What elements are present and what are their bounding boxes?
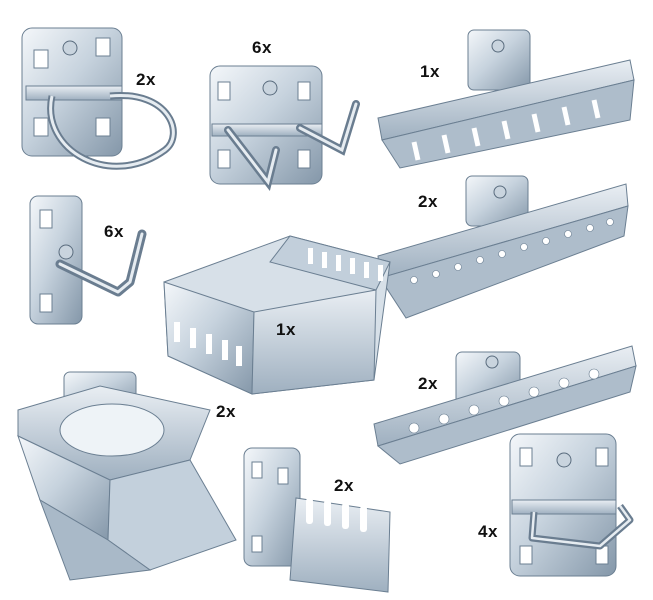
closed-loop-hook bbox=[509, 433, 634, 577]
qty-label-screwdriver-bar-long: 2x bbox=[418, 192, 438, 211]
qty-label-tool-rail-slotted: 1x bbox=[420, 62, 440, 81]
screwdriver-bar-short bbox=[373, 345, 637, 465]
can-holder bbox=[17, 371, 237, 581]
tool-rail-slotted bbox=[377, 29, 635, 169]
qty-label-screwdriver-bar-short: 2x bbox=[418, 374, 438, 393]
u-hook-holder bbox=[21, 27, 177, 170]
qty-label-closed-loop-hook: 4x bbox=[478, 522, 498, 541]
qty-label-single-j-hook: 6x bbox=[104, 222, 124, 241]
qty-label-slotted-tray-small: 2x bbox=[334, 476, 354, 495]
qty-label-double-hook: 6x bbox=[252, 38, 272, 57]
qty-label-u-hook-holder: 2x bbox=[136, 70, 156, 89]
slotted-tray-small bbox=[243, 447, 391, 593]
screwdriver-bar-long bbox=[377, 175, 629, 319]
double-hook bbox=[209, 65, 360, 191]
single-j-hook bbox=[29, 195, 147, 325]
qty-label-can-holder: 2x bbox=[216, 402, 236, 421]
qty-label-slotted-box-tray: 1x bbox=[276, 320, 296, 339]
slotted-box-tray bbox=[163, 235, 391, 395]
